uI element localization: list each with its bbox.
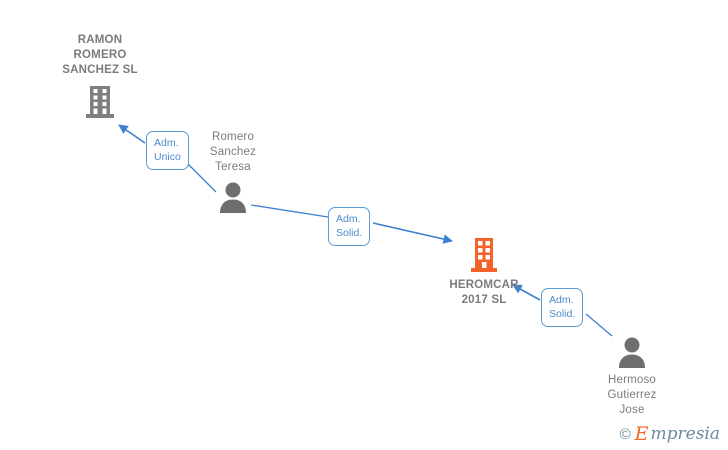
building-icon [86,86,114,118]
node-label-romero-sanchez-teresa: Romero Sanchez Teresa [209,131,257,173]
relation-badge-adm-solid-center[interactable]: Adm. Solid. [328,207,371,246]
building-icon [471,238,497,272]
brand-name: mpresia [650,424,721,444]
relation-badge-adm-solid-right[interactable]: Adm. Solid. [541,288,584,327]
edge-segment-badge-unico-to-ramon [118,124,146,144]
node-label-heromcar-2017-sl: HEROMCAR 2017 SL [449,279,519,306]
person-icon [619,337,645,368]
person-icon [220,182,246,213]
empresia-watermark: © E mpresia [620,425,720,444]
edge-segment-jose-to-badge-solid-right [585,313,613,337]
node-hermoso-gutierrez-jose[interactable]: Hermoso Gutierrez Jose [567,336,697,418]
node-label-ramon-romero-sanchez-sl: RAMON ROMERO SANCHEZ SL [62,34,138,76]
node-label-hermoso-gutierrez-jose: Hermoso Gutierrez Jose [607,374,657,416]
node-heromcar-2017-sl[interactable]: HEROMCAR 2017 SL [419,236,549,308]
copyright-icon: © [619,426,631,443]
relation-badge-adm-unico[interactable]: Adm. Unico [146,131,189,170]
brand-initial: E [634,423,649,445]
node-ramon-romero-sanchez-sl[interactable]: RAMON ROMERO SANCHEZ SL [35,33,165,120]
node-romero-sanchez-teresa[interactable]: Romero Sanchez Teresa [168,130,298,213]
